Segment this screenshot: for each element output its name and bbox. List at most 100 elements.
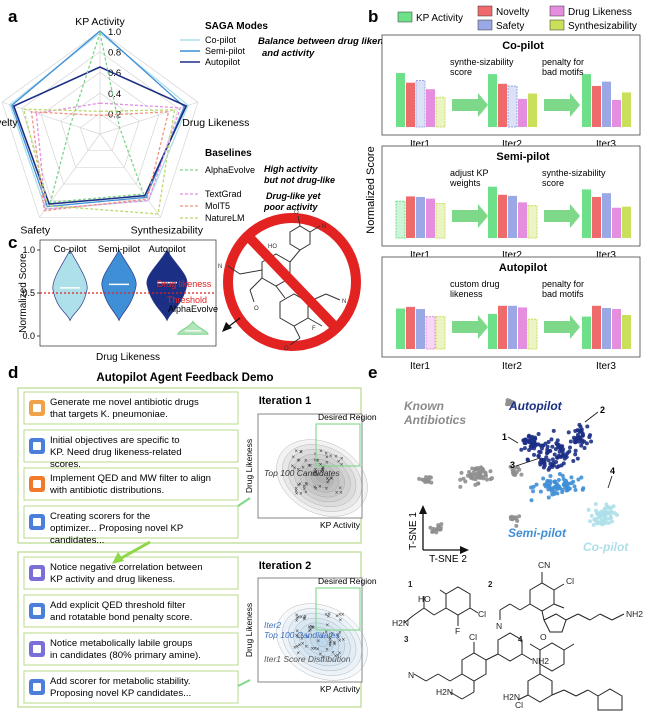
candidate-point: × [338, 486, 342, 492]
point-autopilot [579, 443, 584, 448]
feedback-item [23, 391, 239, 425]
candidate-point: × [295, 618, 299, 624]
threshold-label: Threshold [167, 295, 207, 305]
desired-region-label: Desired Region [318, 412, 377, 422]
point-semipilot [572, 484, 577, 489]
plot-note: Iter1 Score Distribution [264, 654, 351, 664]
violin-ylabel: Normalized Score [18, 253, 29, 333]
candidate-point: × [312, 625, 316, 631]
point-autopilot [568, 439, 573, 444]
point-semipilot [542, 482, 547, 487]
candidate-point: × [311, 646, 315, 652]
candidate-point: × [327, 479, 331, 485]
candidate-point: × [304, 644, 308, 650]
violin-co-pilot [52, 249, 88, 322]
legend-molt5: MolT5 [205, 201, 230, 211]
candidate-point: × [338, 651, 342, 657]
candidate-point: × [291, 464, 295, 470]
baselines-title: Baselines [205, 148, 252, 159]
point-autopilot [550, 444, 555, 449]
candidate-point: × [301, 642, 305, 648]
point-semipilot [557, 471, 562, 476]
point-autopilot [546, 458, 551, 463]
bar-iter-label: Iter1 [410, 250, 430, 261]
violin-tick-label: 0.0 [22, 331, 35, 341]
point-known [435, 526, 440, 531]
point-known [488, 469, 493, 474]
bar-chart-title: Autopilot [499, 262, 548, 274]
violin-autopilot [146, 249, 188, 322]
candidate-point: × [303, 616, 307, 622]
candidate-point: × [293, 466, 297, 472]
density-contour [310, 468, 334, 488]
point-known [478, 471, 483, 476]
legend-copilot: Co-pilot [205, 35, 237, 45]
violin-label: Autopilot [149, 244, 186, 255]
candidate-point: × [294, 487, 298, 493]
bar-iter-label: Iter3 [596, 361, 616, 372]
point-autopilot [532, 440, 537, 445]
bar [488, 313, 497, 349]
radar-series-textgrad [35, 102, 182, 210]
point-autopilot [522, 446, 527, 451]
bar [528, 93, 537, 127]
point-known [473, 482, 478, 487]
candidate-point: × [335, 614, 339, 620]
candidate-point: × [320, 634, 324, 640]
candidate-point: × [322, 655, 326, 661]
tsne-annotation-line [515, 457, 541, 467]
bar [498, 305, 507, 349]
candidate-point: × [338, 639, 342, 645]
point-autopilot [525, 458, 530, 463]
candidate-point: × [321, 469, 325, 475]
candidate-point: × [319, 449, 323, 455]
candidate-point: × [326, 623, 330, 629]
agent-icon-glyph [33, 607, 41, 615]
point-known [517, 467, 522, 472]
point-known [427, 475, 432, 480]
iter2-scatter: ××××××××××××××××××××××××××××××××××××××××… [244, 576, 377, 694]
bar [488, 74, 497, 127]
candidate-point: × [340, 462, 344, 468]
density-contour [316, 473, 328, 483]
point-known [434, 530, 439, 535]
point-autopilot [573, 452, 578, 457]
step-arrow [544, 315, 580, 339]
candidate-point: × [329, 476, 333, 482]
radar-axis-label: Safety [20, 224, 51, 236]
struct-num-3: 3 [404, 635, 409, 644]
point-semipilot [579, 475, 584, 480]
point-autopilot [580, 433, 585, 438]
point-autopilot [519, 447, 524, 452]
candidate-point: × [319, 652, 323, 658]
bar [488, 186, 497, 238]
radar-spoke [99, 133, 161, 218]
density-contour [287, 613, 357, 671]
point-known [480, 474, 485, 479]
s1-cl: Cl [478, 609, 486, 619]
candidate-point: × [304, 482, 308, 488]
point-known [511, 472, 516, 477]
bar-iter-label: Iter1 [410, 139, 430, 150]
candidate-point: × [296, 459, 300, 465]
candidate-point: × [318, 485, 322, 491]
structures [403, 572, 625, 711]
point-autopilot [560, 444, 565, 449]
point-autopilot [541, 443, 546, 448]
point-copilot [606, 520, 611, 525]
candidate-point: × [295, 616, 299, 622]
point-copilot [602, 518, 607, 523]
candidate-point: × [295, 645, 299, 651]
candidate-point: × [331, 650, 335, 656]
candidate-point: × [325, 455, 329, 461]
point-autopilot [551, 428, 556, 433]
candidate-point: × [327, 612, 331, 618]
agent-icon-glyph [33, 569, 41, 577]
